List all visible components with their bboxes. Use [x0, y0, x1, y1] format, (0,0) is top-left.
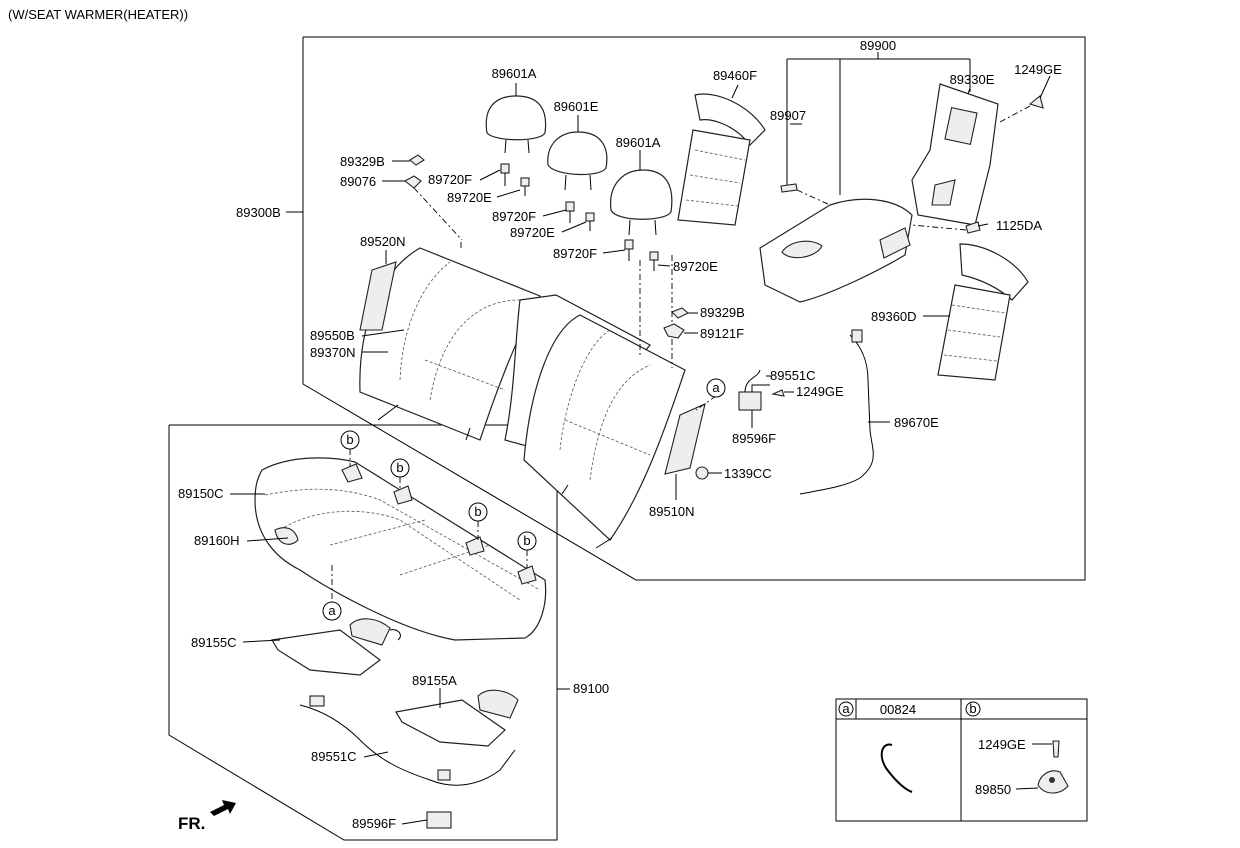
part-89329B-right: 89329B — [700, 305, 745, 320]
harness-89551C-upper — [744, 369, 770, 393]
svg-text:b: b — [523, 533, 530, 548]
seatback-left — [359, 247, 541, 441]
screw-89907 — [780, 183, 798, 193]
legend-b-part1: 1249GE — [978, 737, 1026, 752]
screw-1249GE-mid — [771, 389, 785, 397]
part-89601A-right: 89601A — [616, 135, 661, 150]
leader-lines — [230, 75, 1051, 825]
part-89720F-2: 89720F — [492, 209, 536, 224]
armrest-housing-89330E — [911, 83, 999, 226]
part-89900: 89900 — [860, 38, 896, 53]
part-89596F-lower: 89596F — [352, 816, 396, 831]
part-1249GE-mid: 1249GE — [796, 384, 844, 399]
front-arrow-icon — [210, 800, 236, 816]
front-label: FR. — [178, 814, 205, 833]
cushion-group-frame — [168, 424, 558, 841]
headrest-89601A-right — [610, 169, 673, 236]
heater-pad-89155A — [395, 689, 519, 747]
part-89076: 89076 — [340, 174, 376, 189]
part-89150C: 89150C — [178, 486, 224, 501]
part-89510N: 89510N — [649, 504, 695, 519]
headrest-89601A-left — [485, 95, 547, 154]
part-1125DA: 1125DA — [996, 218, 1042, 233]
part-89330E: 89330E — [950, 72, 995, 87]
callout-b-4: b — [517, 531, 537, 568]
part-89601E: 89601E — [554, 99, 599, 114]
part-89121F: 89121F — [700, 326, 744, 341]
part-1249GE-top: 1249GE — [1014, 62, 1062, 77]
callout-b-3: b — [468, 502, 488, 540]
part-89720E-3: 89720E — [673, 259, 718, 274]
back-panel-89460F — [677, 93, 766, 226]
part-89601A-left: 89601A — [492, 66, 537, 81]
part-89300B: 89300B — [236, 205, 281, 220]
heater-module-89596F-lower — [426, 811, 452, 829]
callout-a-cushion: a — [322, 601, 342, 621]
heater-pad-89155C — [271, 618, 401, 676]
part-89670E: 89670E — [894, 415, 939, 430]
legend-a-part: 00824 — [880, 702, 916, 717]
clip-89329B-left — [409, 154, 425, 166]
part-89907: 89907 — [770, 108, 806, 123]
svg-text:a: a — [328, 603, 336, 618]
part-89550B: 89550B — [310, 328, 355, 343]
part-89155C: 89155C — [191, 635, 237, 650]
callout-b-1: b — [340, 430, 360, 466]
part-89596F-upper: 89596F — [732, 431, 776, 446]
clip-89329B-right — [671, 307, 689, 319]
headrest-guides — [500, 163, 659, 271]
svg-text:b: b — [474, 504, 481, 519]
cover-89121F — [663, 323, 685, 339]
bolster-pad-89510N — [664, 403, 706, 475]
part-89720F-3: 89720F — [553, 246, 597, 261]
variant-note: (W/SEAT WARMER(HEATER)) — [8, 7, 188, 22]
part-89370N: 89370N — [310, 345, 356, 360]
nut-1339CC — [695, 466, 709, 480]
part-89155A: 89155A — [412, 673, 457, 688]
part-89460F: 89460F — [713, 68, 757, 83]
harness-89551C-lower — [299, 704, 516, 786]
clip-00824-icon — [880, 743, 913, 793]
armrest-89900 — [759, 198, 913, 303]
part-89720F-1: 89720F — [428, 172, 472, 187]
legend-a-letter: a — [842, 701, 850, 716]
armrest-cover-89360D — [937, 243, 1029, 381]
svg-text:a: a — [712, 380, 720, 395]
callout-b-2: b — [390, 458, 410, 490]
part-89520N: 89520N — [360, 234, 406, 249]
part-89551C-upper: 89551C — [770, 368, 816, 383]
seat-cushion-89100 — [254, 457, 547, 641]
heater-module-89596F-upper — [738, 391, 762, 411]
screw-1249GE-legend-icon — [1052, 740, 1060, 758]
part-89720E-2: 89720E — [510, 225, 555, 240]
screw-1249GE-top — [1028, 95, 1044, 109]
headrest-89601E-center — [547, 131, 608, 191]
legend-b-letter: b — [969, 701, 976, 716]
harness-89670E — [799, 334, 874, 495]
legend-b-part2: 89850 — [975, 782, 1011, 797]
svg-text:b: b — [346, 432, 353, 447]
part-89720E-1: 89720E — [447, 190, 492, 205]
screw-1125DA — [965, 221, 981, 234]
part-89551C-lower: 89551C — [311, 749, 357, 764]
clip-89076 — [404, 175, 422, 189]
legend-table: a 00824 b 1249GE 89850 — [835, 698, 1088, 822]
part-89329B-left: 89329B — [340, 154, 385, 169]
part-89360D: 89360D — [871, 309, 917, 324]
callout-a-seatback: a — [695, 378, 726, 411]
seatback-right — [523, 314, 686, 541]
part-89160H: 89160H — [194, 533, 240, 548]
part-1339CC: 1339CC — [724, 466, 772, 481]
part-89100: 89100 — [573, 681, 609, 696]
seatback-group-frame — [302, 36, 1086, 581]
bolster-pad-89520N — [359, 261, 397, 331]
bracket-89900 — [786, 52, 971, 195]
svg-text:b: b — [396, 460, 403, 475]
